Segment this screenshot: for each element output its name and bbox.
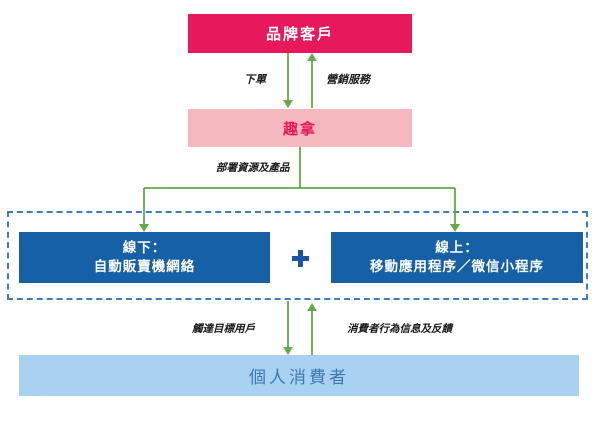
order-edge-label: 下單 [244,73,266,86]
offline-channel-subtitle: 自動販賣機網絡 [93,258,196,275]
deploy-resources-edge-label: 部署資源及產品 [216,162,290,174]
reach-users-edge-label: 觸達目標用戶 [192,323,255,335]
marketing-service-edge-label: 營銷服務 [326,73,370,86]
brand-customers-label: 品牌客戶 [265,25,334,43]
connector-lines [143,53,456,355]
online-channel-title: 線上： [435,239,479,256]
connector-arrowheads [139,53,460,355]
online-channel-subtitle: 移動應用程序／微信小程序 [370,258,544,275]
brand-customers-box: 品牌客戶 [188,14,412,53]
individual-consumers-label: 個人消費者 [249,368,349,388]
online-channel-box: 線上： 移動應用程序／微信小程序 [331,232,583,283]
company-label: 趣拿 [282,119,317,138]
plus-icon [292,250,309,267]
offline-channel-title: 線下： [122,239,167,256]
company-box: 趣拿 [188,109,412,147]
consumer-feedback-edge-label: 消費者行為信息及反饋 [347,323,452,335]
offline-channel-box: 線下： 自動販賣機網絡 [19,232,270,283]
individual-consumers-box: 個人消費者 [19,355,579,396]
